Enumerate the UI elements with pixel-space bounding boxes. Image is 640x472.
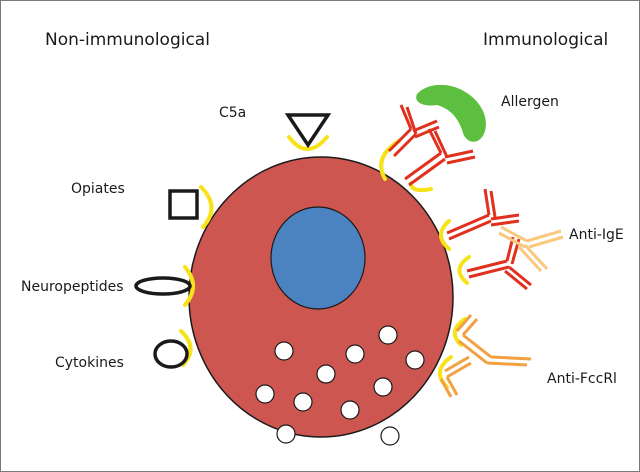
heading-non-immunological: Non-immunological <box>45 30 210 50</box>
c5a-triangle-icon <box>284 113 332 149</box>
anti-fcerl-stem <box>444 355 472 379</box>
label-opiates: Opiates <box>71 181 125 197</box>
anti-fcerl-arm <box>455 314 479 336</box>
label-anti-fcerl: Anti-FccRl <box>547 371 617 387</box>
anti-fcerl-antibody <box>439 314 532 398</box>
opiates-square-icon <box>168 189 199 220</box>
anti-ige-arm <box>526 229 564 249</box>
ige-stem <box>404 151 446 187</box>
anti-fcerl-stem <box>458 333 492 365</box>
receptor-allergen <box>379 139 401 181</box>
ige-arm <box>412 119 440 139</box>
neuropeptides-ellipse-icon <box>134 276 192 296</box>
granule <box>405 350 425 370</box>
label-c5a: C5a <box>219 105 246 121</box>
ige-stem <box>466 259 510 279</box>
ige-arm <box>483 188 497 218</box>
ige-arm <box>427 128 449 158</box>
granule <box>293 392 313 412</box>
granule <box>276 424 296 444</box>
anti-fcerl-arm <box>439 376 459 398</box>
receptor-neuropeptides <box>183 265 195 307</box>
label-neuropeptides: Neuropeptides <box>21 279 124 295</box>
granule <box>373 377 393 397</box>
anti-ige-arm <box>517 243 549 273</box>
receptor-opiates <box>199 185 214 229</box>
granule <box>378 325 398 345</box>
allergen-blob-icon <box>416 84 486 142</box>
cytokines-oval-icon <box>153 339 189 369</box>
ige-arm <box>490 213 520 227</box>
granule <box>340 400 360 420</box>
granule <box>274 341 294 361</box>
ige-stem <box>446 213 492 241</box>
granule <box>255 384 275 404</box>
ige-antibodies <box>387 104 532 291</box>
nucleus <box>270 206 366 310</box>
anti-ige-antibody <box>498 225 564 273</box>
granule <box>380 426 400 446</box>
anti-fcerl-arm <box>486 355 532 367</box>
ige-stem <box>387 127 418 158</box>
receptor-ige-2 <box>457 255 471 285</box>
receptor-c5a <box>287 135 329 151</box>
label-allergen: Allergen <box>501 94 559 110</box>
granule <box>316 364 336 384</box>
ige-arm <box>504 265 532 291</box>
granules <box>255 325 425 446</box>
anti-ige-stem <box>498 225 528 249</box>
granule <box>345 344 365 364</box>
receptor-ige-top <box>409 181 433 193</box>
heading-immunological: Immunological <box>483 30 608 50</box>
label-anti-ige: Anti-IgE <box>569 227 624 243</box>
label-cytokines: Cytokines <box>55 355 124 371</box>
ige-arm <box>444 149 476 165</box>
receptor-ige-1 <box>439 219 451 251</box>
